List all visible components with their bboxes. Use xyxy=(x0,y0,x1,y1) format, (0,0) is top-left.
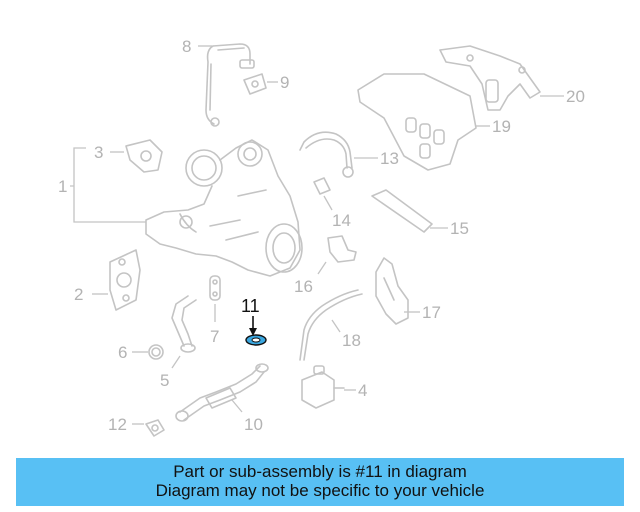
leader-14 xyxy=(323,195,333,211)
leader-18 xyxy=(331,319,341,333)
arrow-11 xyxy=(249,328,257,336)
callout-18: 18 xyxy=(342,331,361,350)
callout-17: 17 xyxy=(422,303,441,322)
part-1-turbocharger xyxy=(145,139,303,277)
callout-11: 11 xyxy=(241,296,260,316)
callout-19: 19 xyxy=(492,117,511,136)
callout-4: 4 xyxy=(358,381,367,400)
part-11-gasket-highlighted xyxy=(245,334,267,346)
part-12-gasket xyxy=(145,419,165,437)
callout-7: 7 xyxy=(210,327,219,346)
part-20-bracket xyxy=(439,45,541,111)
callout-8: 8 xyxy=(182,37,191,56)
callout-3: 3 xyxy=(94,143,103,162)
callout-9: 9 xyxy=(280,73,289,92)
part-18-support-rod xyxy=(299,289,363,361)
callout-1: 1 xyxy=(58,177,67,196)
part-9-gasket xyxy=(243,73,267,95)
banner-line-2: Diagram may not be specific to your vehi… xyxy=(155,481,485,500)
callout-15: 15 xyxy=(450,219,469,238)
callout-12: 12 xyxy=(108,415,127,434)
callout-2: 2 xyxy=(74,285,83,304)
parts-diagram: 8 9 20 19 13 3 xyxy=(58,37,585,437)
callout-6: 6 xyxy=(118,343,127,362)
part-10-pipe xyxy=(175,363,269,422)
part-4-valve xyxy=(301,365,345,409)
leader-5 xyxy=(171,355,181,369)
part-7-gasket xyxy=(209,275,221,301)
part-5-return-pipe xyxy=(171,295,197,353)
part-2-gasket xyxy=(109,249,141,311)
part-3-actuator xyxy=(125,139,163,173)
part-14-washer xyxy=(313,177,331,195)
callout-20: 20 xyxy=(566,87,585,106)
banner-line-1: Part or sub-assembly is #11 in diagram xyxy=(173,462,467,481)
callout-5: 5 xyxy=(160,371,169,390)
part-8-pipe xyxy=(205,43,255,127)
leader-1 xyxy=(70,147,146,223)
part-15-heat-strip xyxy=(371,189,433,233)
callout-14: 14 xyxy=(332,211,351,230)
part-17-shield xyxy=(375,257,409,325)
callout-13: 13 xyxy=(380,149,399,168)
callout-16: 16 xyxy=(294,277,313,296)
info-banner: Part or sub-assembly is #11 in diagram D… xyxy=(16,458,624,506)
part-13-oil-line xyxy=(299,131,354,178)
part-16-bracket xyxy=(327,235,357,263)
leader-10 xyxy=(231,399,243,413)
part-19-heat-shield xyxy=(357,73,477,171)
leader-16 xyxy=(317,261,327,275)
callout-10: 10 xyxy=(244,415,263,434)
part-6-o-ring xyxy=(148,344,164,360)
